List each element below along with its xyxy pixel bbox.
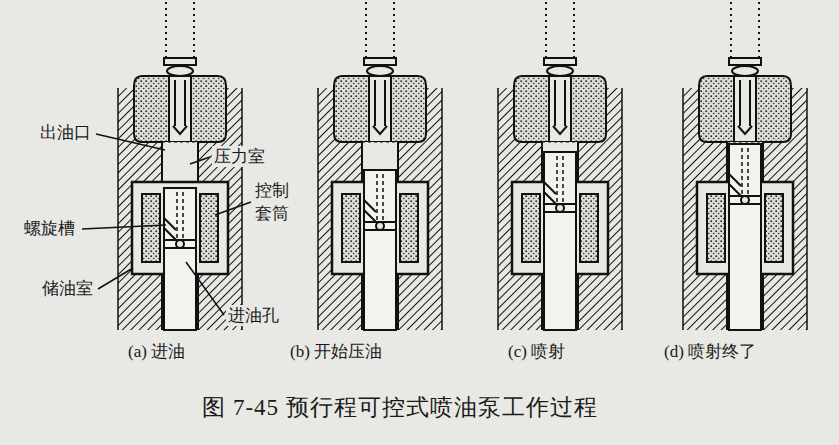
plunger-b [364, 170, 396, 330]
leader-line [98, 268, 133, 289]
part-label: 控制 套筒 [253, 180, 294, 226]
part-label: 出油口 [38, 122, 93, 143]
part-label: 螺旋槽 [22, 218, 77, 239]
leader-line [190, 157, 210, 164]
leader-line [96, 134, 165, 150]
pump-b [318, 2, 442, 330]
panel-caption: (b) 开始压油 [288, 341, 384, 362]
part-label: 进油孔 [226, 305, 281, 326]
plunger-d [729, 144, 761, 330]
figure-caption: 图 7-45 预行程可控式喷油泵工作过程 [200, 394, 600, 423]
leader-line [186, 262, 224, 315]
panel-caption: (c) 喷射 [506, 341, 567, 362]
leader-line [82, 225, 166, 229]
pump-c [498, 2, 622, 330]
panel-caption: (a) 进油 [126, 341, 187, 362]
pump-d [683, 2, 807, 330]
plunger-c [544, 152, 576, 330]
part-label: 储油室 [40, 278, 95, 299]
leader-line [215, 202, 251, 215]
plunger-a [164, 188, 196, 330]
panel-caption: (d) 喷射终了 [662, 341, 758, 362]
part-label: 压力室 [212, 146, 267, 167]
